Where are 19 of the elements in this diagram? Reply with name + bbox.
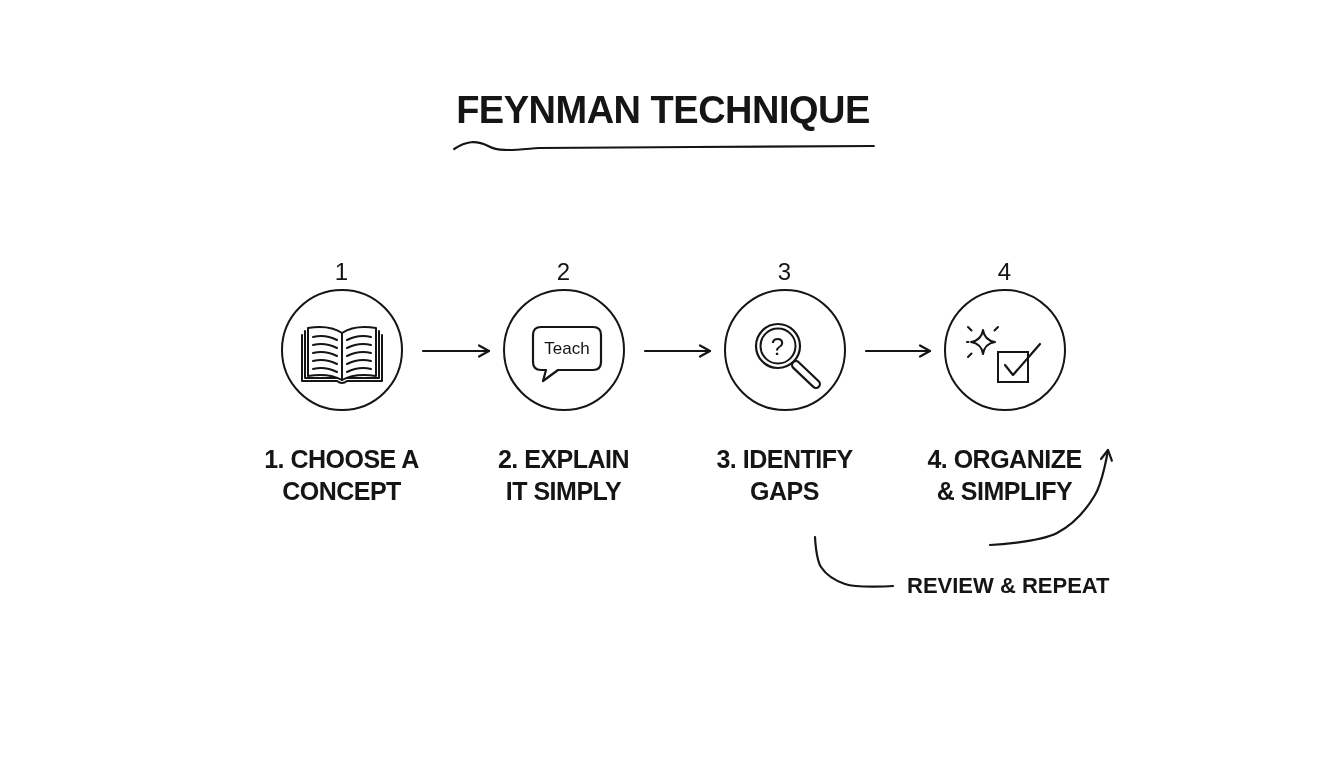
step-number: 3 (777, 259, 792, 284)
step-label: 2. EXPLAIN IT SIMPLY (496, 443, 631, 507)
arrow (864, 344, 932, 358)
step-label: 3. IDENTIFY GAPS (715, 443, 854, 507)
step-number: 2 (556, 259, 571, 284)
arrow (643, 344, 712, 358)
step-label: 4. ORGANIZE & SIMPLIFY (926, 443, 1083, 507)
curved-arrow (988, 448, 1113, 547)
bubble-text: Teach (544, 339, 590, 357)
step-label: 1. CHOOSE A CONCEPT (263, 443, 420, 507)
step-number: 1 (334, 259, 349, 284)
step-number: 4 (997, 259, 1012, 284)
title: FEYNMAN TECHNIQUE (456, 91, 870, 129)
curved-line (813, 535, 895, 588)
speech-bubble (530, 324, 603, 383)
magnifier-lens (753, 321, 824, 392)
question-mark: ? (770, 334, 785, 359)
loop-label: REVIEW & REPEAT (907, 575, 1110, 597)
arrow (421, 344, 491, 358)
